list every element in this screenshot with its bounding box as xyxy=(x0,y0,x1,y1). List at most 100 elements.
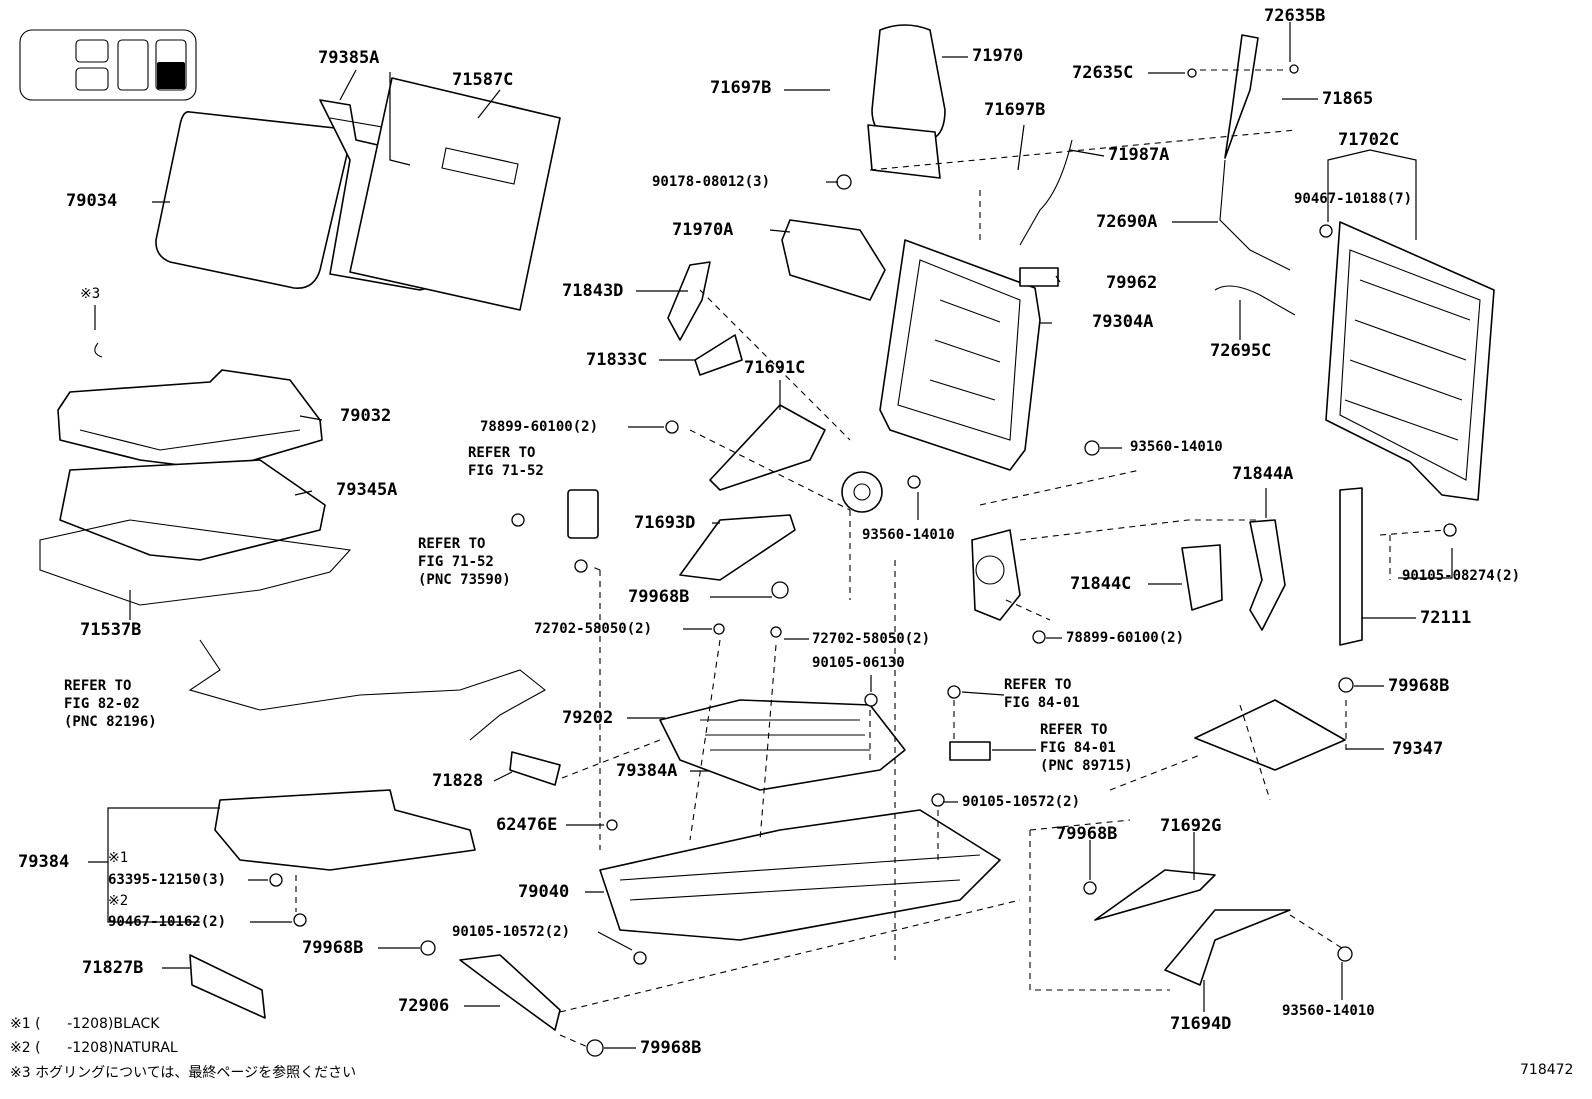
fastener-icons xyxy=(269,64,1457,1057)
refer-fig-71-52: REFER TO FIG 71-52 xyxy=(468,445,544,479)
part-label-79202: 79202 xyxy=(562,708,614,728)
hinge-cover-clip xyxy=(694,334,743,376)
release-cable-upper xyxy=(1219,159,1291,271)
part-label-63395-12150: 63395-12150(3) xyxy=(108,872,227,888)
part-label-90178-08012: 90178-08012(3) xyxy=(652,174,771,190)
part-label-79962: 79962 xyxy=(1106,273,1158,293)
part-label-90467-10188: 90467-10188(7) xyxy=(1294,191,1413,207)
part-label-71970: 71970 xyxy=(972,46,1024,66)
part-label-79968B-2: 79968B xyxy=(1388,676,1450,696)
part-label-71697B-2: 71697B xyxy=(984,100,1046,120)
part-label-72702-58050-2: 72702-58050(2) xyxy=(812,631,931,647)
part-label-79384A: 79384A xyxy=(616,761,678,781)
part-label-71693D: 71693D xyxy=(634,513,696,533)
hinge-cover-inner xyxy=(667,261,711,341)
part-label-72635C: 72635C xyxy=(1072,63,1134,83)
diagram-id: 718472 xyxy=(1520,1062,1574,1078)
note-natural: ※2 ( -1208)NATURAL xyxy=(10,1040,178,1056)
part-label-71844C: 71844C xyxy=(1070,574,1132,594)
part-label-93560-14010-2: 93560-14010 xyxy=(862,527,955,543)
part-label-71587C: 71587C xyxy=(452,70,514,90)
seat-position-icon xyxy=(19,29,197,101)
mark-2: ※2 xyxy=(108,893,129,909)
lower-cover-b xyxy=(1164,909,1291,986)
part-label-72702-58050: 72702-58050(2) xyxy=(534,621,653,637)
part-label-78899-60100: 78899-60100(2) xyxy=(480,419,599,435)
part-label-72635B: 72635B xyxy=(1264,6,1326,26)
seat-cushion-cover xyxy=(57,369,323,471)
part-label-72906: 72906 xyxy=(398,996,450,1016)
headrest xyxy=(867,24,946,179)
part-label-71843D: 71843D xyxy=(562,281,624,301)
lock-cable xyxy=(1019,139,1073,246)
headrest-support-cover xyxy=(781,219,886,301)
bracket-71828 xyxy=(509,751,561,786)
part-label-79968B-4: 79968B xyxy=(302,938,364,958)
part-label-90105-10572: 90105-10572(2) xyxy=(962,794,1081,810)
part-label-71692G: 71692G xyxy=(1160,816,1222,836)
note-black: ※1 ( -1208)BLACK xyxy=(10,1016,160,1032)
refer-fig-82-02: REFER TO FIG 82-02 (PNC 82196) xyxy=(64,678,157,730)
seat-back-frame xyxy=(841,239,1041,513)
part-label-71833C: 71833C xyxy=(586,350,648,370)
seat-belt-buckle xyxy=(567,489,599,539)
part-label-79034: 79034 xyxy=(66,191,118,211)
part-label-71702C: 71702C xyxy=(1338,130,1400,150)
part-label-71537B: 71537B xyxy=(80,620,142,640)
part-label-71691C: 71691C xyxy=(744,358,806,378)
seat-cushion-sheet xyxy=(39,519,352,606)
lower-hinge-cover xyxy=(679,514,796,581)
part-label-71828: 71828 xyxy=(432,771,484,791)
assembly-lines xyxy=(295,69,1447,1049)
part-label-79968B-5: 79968B xyxy=(640,1038,702,1058)
part-label-71970A: 71970A xyxy=(672,220,734,240)
mark-3: ※3 xyxy=(80,286,101,302)
part-label-71694D: 71694D xyxy=(1170,1014,1232,1034)
cushion-block xyxy=(1019,267,1059,287)
part-label-79385A: 79385A xyxy=(318,48,380,68)
part-label-90105-10572-2: 90105-10572(2) xyxy=(452,924,571,940)
part-label-79347: 79347 xyxy=(1392,739,1444,759)
part-label-71844A: 71844A xyxy=(1232,464,1294,484)
release-cable-lower xyxy=(1214,285,1296,316)
mark-1: ※1 xyxy=(108,850,129,866)
release-lever xyxy=(1224,34,1259,159)
recliner-cover xyxy=(1249,519,1286,631)
part-label-72690A: 72690A xyxy=(1096,212,1158,232)
part-label-71865: 71865 xyxy=(1322,89,1374,109)
seat-cushion-frame xyxy=(659,699,906,791)
seat-side-cover xyxy=(214,789,476,871)
front-cover xyxy=(189,954,266,1019)
part-label-90105-08274: 90105-08274(2) xyxy=(1402,568,1521,584)
leader-lines xyxy=(88,22,1453,1049)
refer-fig-84-01-pnc: REFER TO FIG 84-01 (PNC 89715) xyxy=(1040,722,1133,774)
lower-cover-a xyxy=(1094,869,1216,921)
part-label-90105-06130: 90105-06130 xyxy=(812,655,905,671)
part-label-79384: 79384 xyxy=(18,852,70,872)
wire-harness xyxy=(188,639,546,741)
refer-fig-84-01: REFER TO FIG 84-01 xyxy=(1004,677,1080,711)
part-label-72695C: 72695C xyxy=(1210,341,1272,361)
part-label-79968B-3: 79968B xyxy=(1056,824,1118,844)
part-label-71987A: 71987A xyxy=(1108,145,1170,165)
part-label-71697B: 71697B xyxy=(710,78,772,98)
part-label-62476E: 62476E xyxy=(496,815,558,835)
recliner-motor xyxy=(971,529,1021,621)
under-tray xyxy=(1194,699,1346,771)
seat-lower-frame xyxy=(599,809,1001,941)
motor-cover xyxy=(1181,544,1223,611)
seat-cushion-pad xyxy=(59,459,326,561)
part-label-93560-14010-3: 93560-14010 xyxy=(1282,1003,1375,1019)
seat-back-cover xyxy=(155,110,350,289)
part-label-79345A: 79345A xyxy=(336,480,398,500)
refer-fig-71-52-pnc: REFER TO FIG 71-52 (PNC 73590) xyxy=(418,536,511,588)
part-label-79032: 79032 xyxy=(340,406,392,426)
hinge-cover-outer xyxy=(709,404,826,491)
seat-back-board-rear xyxy=(1325,221,1495,501)
part-label-71827B: 71827B xyxy=(82,958,144,978)
part-label-72111: 72111 xyxy=(1420,608,1472,628)
track-cover xyxy=(459,954,561,1031)
part-label-79040: 79040 xyxy=(518,882,570,902)
note-hog-ring: ※3 ホグリングについては、最終ページを参照ください xyxy=(10,1065,357,1081)
